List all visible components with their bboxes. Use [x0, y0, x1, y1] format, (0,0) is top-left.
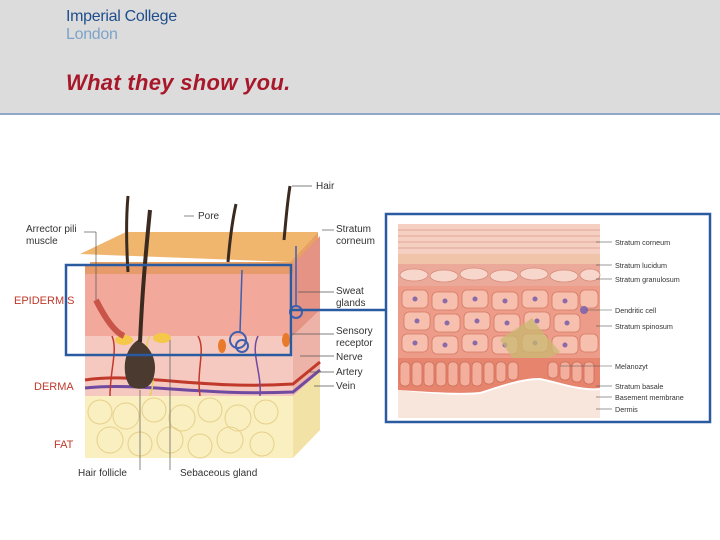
label-sebaceous-gland: Sebaceous gland	[180, 468, 257, 479]
label-artery: Artery	[336, 367, 363, 378]
label-arrector-pili-2: muscle	[26, 236, 58, 247]
label-stratum-corneum-1: Stratum	[336, 224, 371, 235]
label-leader-lines	[84, 185, 334, 470]
label-sensory-receptor-2: receptor	[336, 338, 373, 349]
label-pore: Pore	[198, 211, 220, 222]
label-dendritic-cell: Dendritic cell	[615, 306, 657, 315]
label-stratum-lucidum: Stratum lucidum	[615, 261, 667, 270]
epidermis-detail-illustration	[398, 224, 601, 418]
label-derma: DERMA	[34, 381, 74, 393]
label-sweat-glands-2: glands	[336, 298, 365, 309]
label-basement-membrane: Basement membrane	[615, 393, 684, 402]
label-stratum-spinosum: Stratum spinosum	[615, 322, 673, 331]
label-sensory-receptor-1: Sensory	[336, 326, 373, 337]
label-stratum-basale: Stratum basale	[615, 382, 663, 391]
label-hair: Hair	[316, 181, 335, 192]
label-dermis: Dermis	[615, 405, 638, 414]
label-nerve: Nerve	[336, 352, 363, 363]
label-vein: Vein	[336, 381, 355, 392]
label-fat: FAT	[54, 439, 74, 451]
label-stratum-corneum-2: corneum	[336, 236, 375, 247]
label-epidermis: EPIDERMIS	[14, 295, 75, 307]
logo-line-1: Imperial College	[66, 8, 177, 25]
label-stratum-granulosum: Stratum granulosum	[615, 275, 680, 284]
logo-line-2: London	[66, 26, 118, 43]
slide-title: What they show you.	[66, 70, 291, 95]
label-sweat-glands-1: Sweat	[336, 286, 364, 297]
label-hair-follicle: Hair follicle	[78, 468, 127, 479]
skin-cross-section	[80, 185, 321, 459]
label-stratum-corneum: Stratum corneum	[615, 238, 670, 247]
label-melanozyt: Melanozyt	[615, 362, 648, 371]
slide-header: Imperial College London What they show y…	[0, 0, 720, 115]
detail-leader-lines	[560, 241, 612, 410]
label-arrector-pili-1: Arrector pili	[26, 224, 77, 235]
